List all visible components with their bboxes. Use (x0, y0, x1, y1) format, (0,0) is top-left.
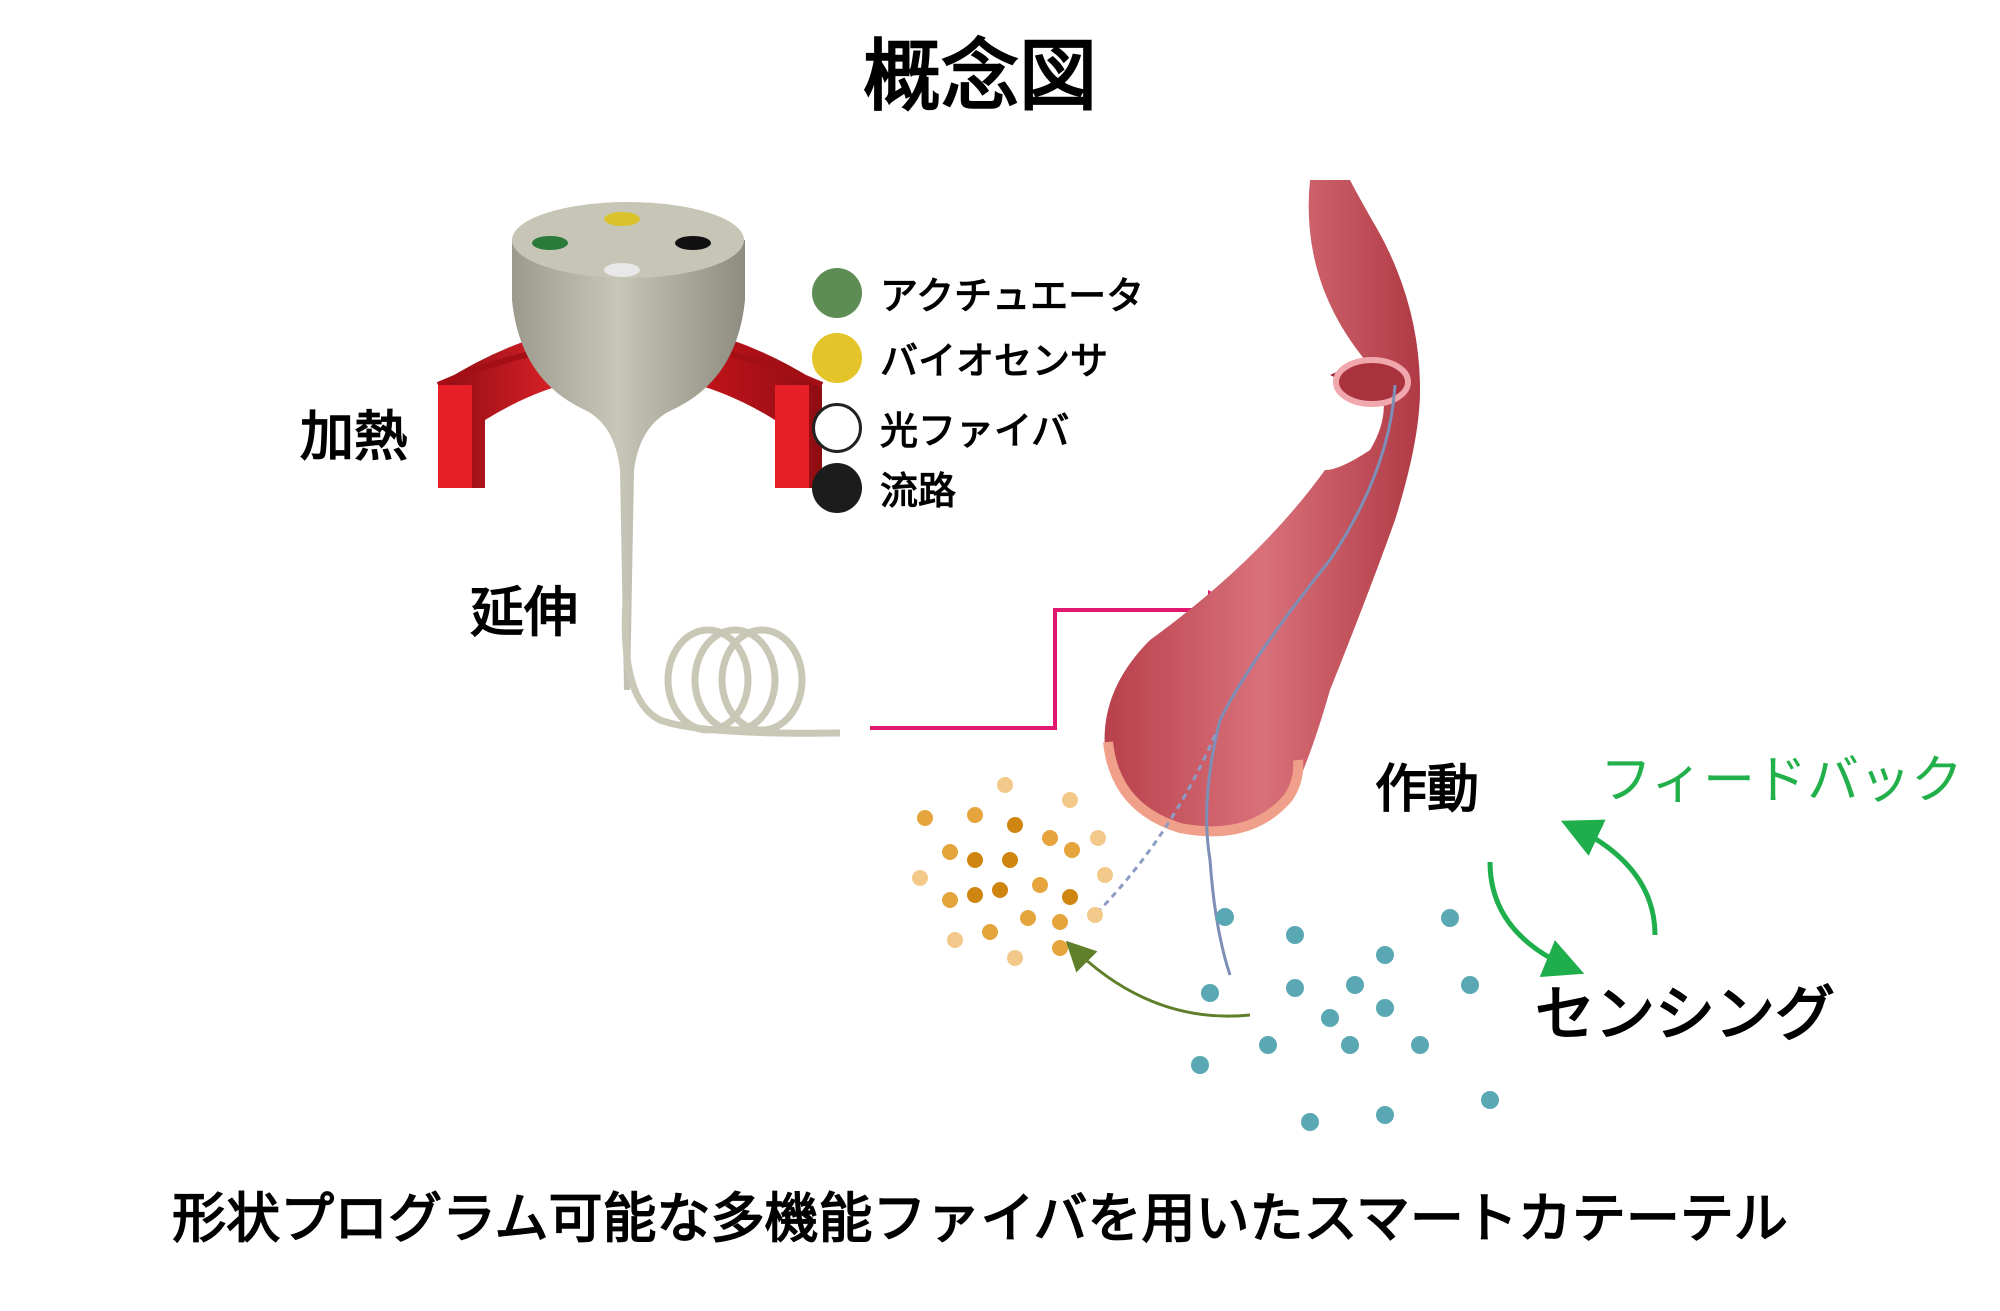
label-sensing: センシング (1535, 980, 1835, 1050)
label-actuation: 作動 (1375, 760, 1480, 820)
legend-item-optical-fiber: 光ファイバ (812, 400, 1069, 455)
preform-hole-actuator (532, 236, 568, 250)
legend-dot-biosensor (812, 332, 862, 383)
preform-hole-channel (675, 236, 711, 250)
legend-dot-actuator (812, 267, 862, 318)
fiber-preform (512, 202, 745, 690)
caption: 形状プログラム可能な多機能ファイバを用いたスマートカテーテル (172, 1187, 1788, 1250)
label-feedback: フィードバック (1600, 751, 1963, 811)
legend-item-biosensor: バイオセンサ (812, 330, 1108, 385)
legend-dot-optical-fiber (812, 402, 862, 453)
legend-label: 流路 (880, 469, 957, 513)
feedback-arrow-up (1560, 819, 1658, 936)
preform-hole-optical (604, 263, 640, 277)
drug-particles (912, 777, 1113, 966)
page-title: 概念図 (862, 32, 1097, 122)
preform-hole-sensor (604, 212, 640, 226)
label-drawing: 延伸 (470, 581, 578, 644)
legend-label: バイオセンサ (880, 339, 1109, 383)
legend-item-actuator: アクチュエータ (812, 265, 1144, 320)
legend-label: アクチュエータ (880, 274, 1145, 318)
legend-label: 光ファイバ (880, 409, 1070, 453)
blood-vessel (1088, 180, 1420, 976)
label-heating: 加熱 (300, 405, 408, 468)
legend-dot-channel (812, 462, 862, 513)
feedback-arrow-down (1487, 861, 1585, 978)
sensing-to-release-arrow (1065, 940, 1251, 1018)
fiber-coil (621, 599, 841, 737)
biomarker-particles (1191, 908, 1499, 1131)
connector-arrow (870, 590, 1248, 730)
legend-item-channel: 流路 (812, 460, 956, 515)
